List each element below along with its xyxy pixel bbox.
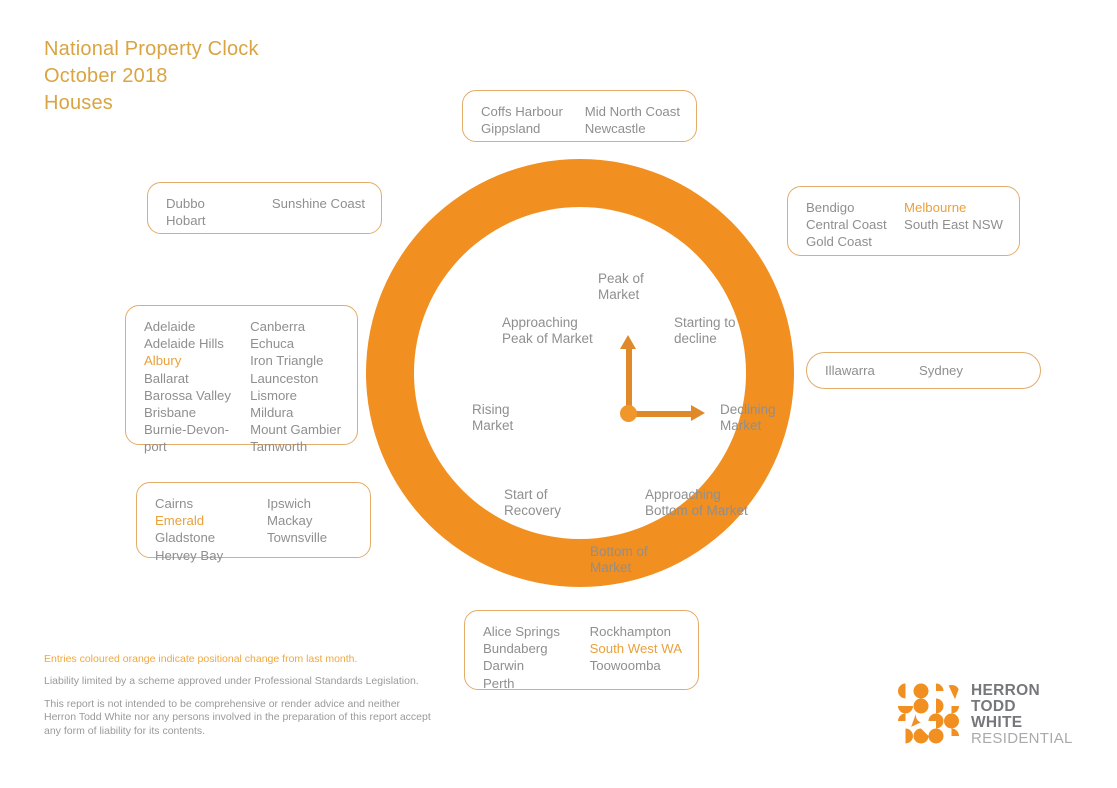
callout-entry: Mount Gambier — [250, 422, 341, 438]
legend-note: Entries coloured orange indicate positio… — [44, 653, 358, 665]
callout-entry: Central Coast — [806, 217, 887, 233]
page-title: National Property Clock October 2018 Hou… — [44, 36, 259, 117]
arrow-up-icon — [620, 335, 636, 349]
callout-entry: Alice Springs — [483, 624, 560, 639]
callout-entry: Bundaberg — [483, 641, 548, 657]
clock-hub-icon — [620, 405, 637, 422]
callout-entry: Melbourne — [904, 200, 967, 215]
callout-entry: Bendigo — [806, 200, 855, 215]
footer-disclaimer: Entries coloured orange indicate positio… — [44, 652, 434, 747]
callout-entry: Sunshine Coast — [271, 196, 365, 211]
clock-face: Peak of Market Approaching Peak of Marke… — [414, 207, 776, 575]
logo-line-1: HERRON — [971, 682, 1040, 699]
callout-entry: Hobart — [166, 213, 206, 229]
clock-label-approaching-peak: Approaching Peak of Market — [502, 315, 593, 346]
callout-entry: Cairns — [155, 496, 194, 511]
callout-entry: Hervey Bay — [155, 547, 224, 563]
logo-line-3: WHITE — [971, 714, 1023, 731]
clock-label-bottom-of-market: Bottom of Market — [590, 544, 648, 575]
title-line-1: National Property Clock — [44, 38, 259, 60]
callout-entry: Gladstone — [155, 530, 216, 546]
callout-entry: Ipswich — [267, 496, 311, 511]
callout-entry: Iron Triangle — [250, 353, 324, 369]
callout-entry: South East NSW — [904, 217, 1003, 233]
callout-declining-market: Illawarra Sydney — [806, 352, 1041, 389]
callout-entry: Lismore — [250, 387, 298, 403]
logo-line-4: RESIDENTIAL — [971, 730, 1073, 747]
callout-column-1: Illawarra — [825, 362, 919, 379]
clock-label-starting-to-decline: Starting to decline — [674, 315, 736, 346]
callout-entry: Perth — [483, 675, 515, 691]
callout-entry: Sydney — [919, 362, 963, 378]
logo-mark-icon — [898, 683, 959, 744]
callout-entry: Adelaide — [144, 319, 196, 334]
callout-entry: Barossa Valley — [144, 387, 231, 403]
callout-entry: Mildura — [250, 405, 294, 421]
logo-wordmark: HERRON TODD WHITE RESIDENTIAL — [971, 683, 1073, 747]
callout-entry: Newcastle — [584, 121, 646, 137]
callout-entry: Townsville — [267, 530, 328, 546]
callout-entry: Toowoomba — [589, 658, 661, 674]
logo-line-2: TODD — [971, 698, 1016, 715]
callout-column-2: Sydney — [919, 362, 963, 379]
callout-entry: Gold Coast — [806, 234, 872, 250]
callout-entry: Mid North Coast — [584, 104, 680, 119]
callout-column-2: Sunshine Coast — [272, 195, 365, 221]
callout-entry: Rockhampton — [589, 624, 672, 639]
clock-label-rising-market: Rising Market — [472, 402, 514, 433]
callout-entry: Canberra — [250, 319, 306, 334]
callout-entry: Emerald — [155, 513, 205, 529]
callout-entry: Illawarra — [825, 362, 875, 378]
clock-label-declining-market: Declining Market — [720, 402, 776, 433]
callout-entry: Launceston — [250, 370, 319, 386]
callout-entry: Adelaide Hills — [144, 336, 224, 352]
herron-todd-white-logo: HERRON TODD WHITE RESIDENTIAL — [897, 682, 1072, 748]
callout-entry: Burnie-Devon- — [144, 422, 230, 438]
clock-hand-up-icon — [625, 347, 632, 414]
callout-entry: Tamworth — [250, 439, 308, 455]
callout-entry: Darwin — [483, 658, 525, 674]
clock-label-start-of-recovery: Start of Recovery — [504, 487, 562, 518]
clock-hand-right-icon — [628, 410, 693, 417]
report-disclaimer-text: This report is not intended to be compre… — [44, 697, 431, 737]
callout-entry: Mackay — [267, 513, 313, 529]
callout-entry: Brisbane — [144, 405, 197, 421]
title-line-2: October 2018 — [44, 65, 168, 87]
callout-entry: Ballarat — [144, 370, 189, 386]
liability-text: Liability limited by a scheme approved u… — [44, 675, 419, 687]
callout-entry: Coffs Harbour — [481, 104, 563, 119]
clock-label-peak-of-market: Peak of Market — [598, 271, 644, 302]
callout-entry: Dubbo — [166, 196, 205, 211]
callout-entry: South West WA — [589, 641, 682, 657]
callout-entry: Echuca — [250, 336, 295, 352]
property-clock-diagram: Peak of Market Approaching Peak of Marke… — [366, 159, 794, 587]
clock-label-approaching-bottom: Approaching Bottom of Market — [645, 487, 748, 518]
callout-entry: Gippsland — [481, 121, 541, 137]
callout-entry: port — [144, 439, 167, 455]
title-line-3: Houses — [44, 92, 114, 114]
callout-entry: Albury — [144, 353, 182, 369]
arrow-right-icon — [691, 405, 705, 421]
